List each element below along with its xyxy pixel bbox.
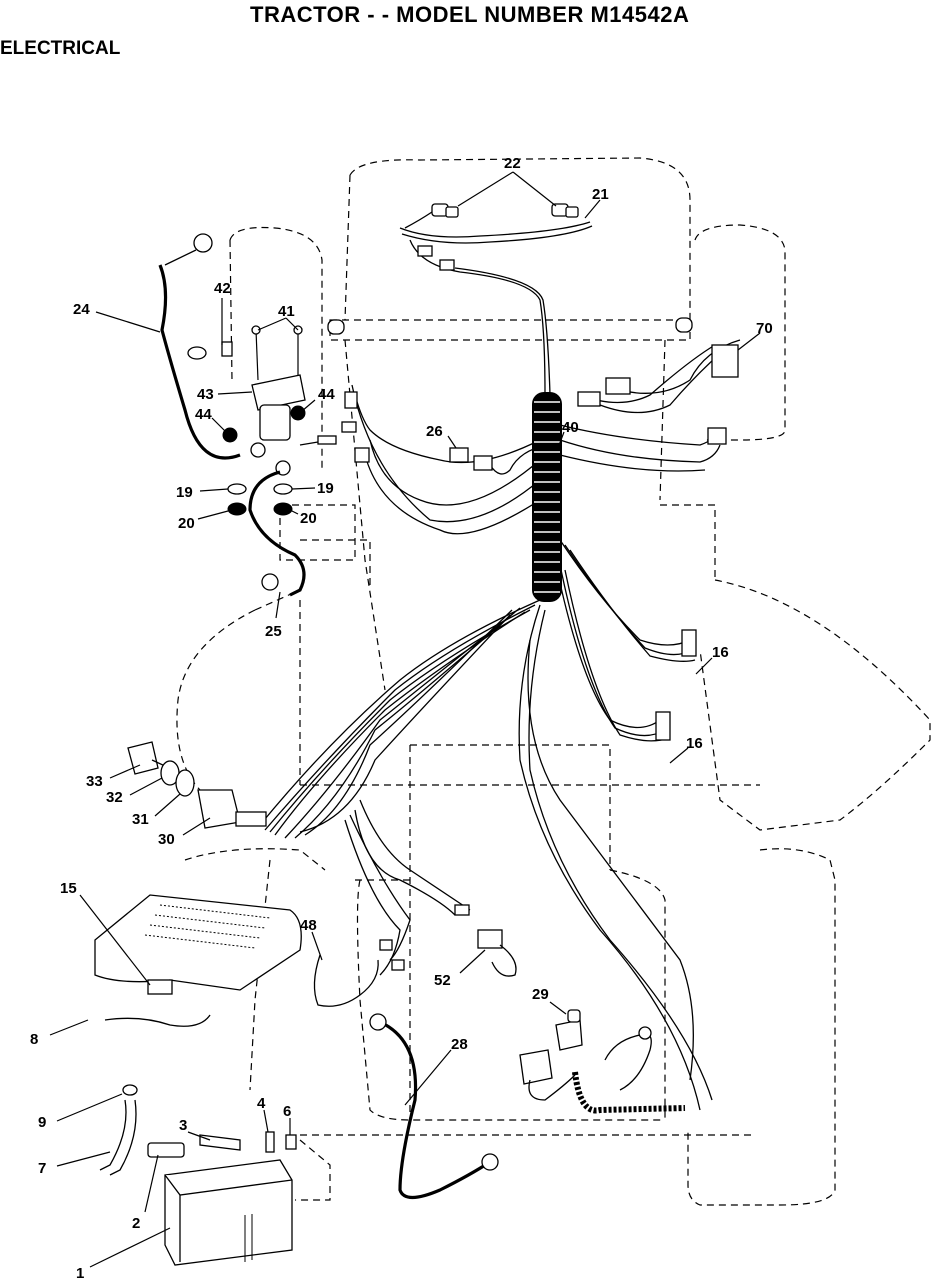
callout-52: 52 — [434, 972, 451, 989]
callout-32: 32 — [106, 789, 123, 806]
connector-left-b — [341, 421, 357, 433]
pto-switch-connector — [519, 1049, 553, 1085]
wire-loom — [532, 392, 562, 602]
solenoid-bracket — [251, 374, 306, 411]
coiled-cord — [572, 1071, 686, 1114]
connector-70 — [711, 344, 739, 378]
headlight-socket-left — [431, 203, 459, 218]
callout-6: 6 — [283, 1103, 291, 1120]
callout-19-left: 19 — [176, 484, 193, 501]
battery-tray-tab — [147, 979, 173, 995]
solenoid-assembly — [158, 233, 693, 597]
callout-41: 41 — [278, 303, 295, 320]
callout-30: 30 — [158, 831, 175, 848]
callout-19-right: 19 — [317, 480, 334, 497]
battery-screw-4 — [265, 1131, 275, 1153]
fuse-52 — [477, 929, 503, 949]
battery-tray-15 — [94, 894, 302, 991]
callout-43: 43 — [197, 386, 214, 403]
headlight-connector-a — [417, 245, 433, 257]
battery-nut-6 — [285, 1134, 297, 1150]
connector-right-a — [577, 391, 601, 407]
callout-22: 22 — [504, 155, 521, 172]
connector-left-a — [344, 391, 358, 409]
ring-terminal-24 — [193, 233, 213, 253]
callout-40: 40 — [562, 419, 579, 436]
callout-28: 28 — [451, 1036, 468, 1053]
ignition-key — [127, 741, 159, 775]
headlight-connector-b — [439, 259, 455, 271]
seat-switch-29 — [555, 1019, 583, 1051]
connector-right-b — [605, 377, 631, 395]
callout-1: 1 — [76, 1265, 84, 1280]
connector-16-upper — [681, 629, 697, 657]
connector-16-lower-socket — [655, 711, 671, 741]
ring-terminal-28-b — [481, 1153, 499, 1171]
callout-20-left: 20 — [178, 515, 195, 532]
callout-7: 7 — [38, 1160, 46, 1177]
connector-right-c — [707, 427, 727, 445]
callout-31: 31 — [132, 811, 149, 828]
callout-9: 9 — [38, 1114, 46, 1131]
washer-42 — [187, 346, 207, 360]
callout-labels: 22 21 70 24 42 41 43 44 44 26 40 19 19 2… — [30, 155, 773, 1280]
ignition-switch — [197, 789, 241, 829]
callout-25: 25 — [265, 623, 282, 640]
connector-48-b — [391, 959, 405, 971]
callout-15: 15 — [60, 880, 77, 897]
callout-44-left: 44 — [195, 406, 212, 423]
callout-33: 33 — [86, 773, 103, 790]
vent-tube-7 — [99, 1099, 137, 1176]
hose-clamp-9 — [122, 1084, 138, 1096]
page-title: TRACTOR - - MODEL NUMBER M14542A — [250, 2, 690, 27]
callout-26: 26 — [426, 423, 443, 440]
callout-3: 3 — [179, 1117, 187, 1134]
callout-8: 8 — [30, 1031, 38, 1048]
callout-20-right: 20 — [300, 510, 317, 527]
bolt-41-a — [251, 325, 261, 335]
battery-strap-3 — [199, 1134, 241, 1151]
connector-52-a — [454, 904, 470, 916]
fuse-holder-a — [449, 447, 469, 463]
fuse-holder-b — [473, 455, 493, 471]
nut-44-a — [222, 427, 238, 443]
callout-24: 24 — [73, 301, 90, 318]
nut-20-a — [227, 502, 247, 516]
washer-19-a — [227, 483, 247, 495]
callout-70: 70 — [756, 320, 773, 337]
ring-terminal-25 — [261, 573, 279, 591]
ring-terminal-28-a — [369, 1013, 387, 1031]
callout-42: 42 — [214, 280, 231, 297]
ignition-switch-assembly — [127, 741, 267, 829]
callout-4: 4 — [257, 1095, 266, 1112]
ignition-connector — [235, 811, 267, 827]
callout-29: 29 — [532, 986, 549, 1003]
headlight-socket-right — [551, 203, 579, 218]
nut-20-b — [273, 502, 293, 516]
starter-solenoid — [259, 404, 291, 441]
callout-44-right: 44 — [318, 386, 335, 403]
bezel-31 — [175, 769, 195, 797]
section-heading: ELECTRICAL — [0, 38, 121, 59]
battery-bolt-2 — [147, 1142, 185, 1158]
callout-2: 2 — [132, 1215, 140, 1232]
callout-16-lower: 16 — [686, 735, 703, 752]
callout-21: 21 — [592, 186, 609, 203]
screw-42 — [221, 341, 233, 357]
solenoid-terminal-wire — [317, 435, 337, 445]
main-wiring-harness — [259, 203, 741, 1111]
washer-19-b — [273, 483, 293, 495]
callout-48: 48 — [300, 917, 317, 934]
callout-16-upper: 16 — [712, 644, 729, 661]
battery-area — [94, 894, 686, 1266]
connector-left-c — [354, 447, 370, 463]
connector-48-a — [379, 939, 393, 951]
leader-lines — [49, 171, 761, 1268]
nut-44-b — [290, 405, 306, 421]
